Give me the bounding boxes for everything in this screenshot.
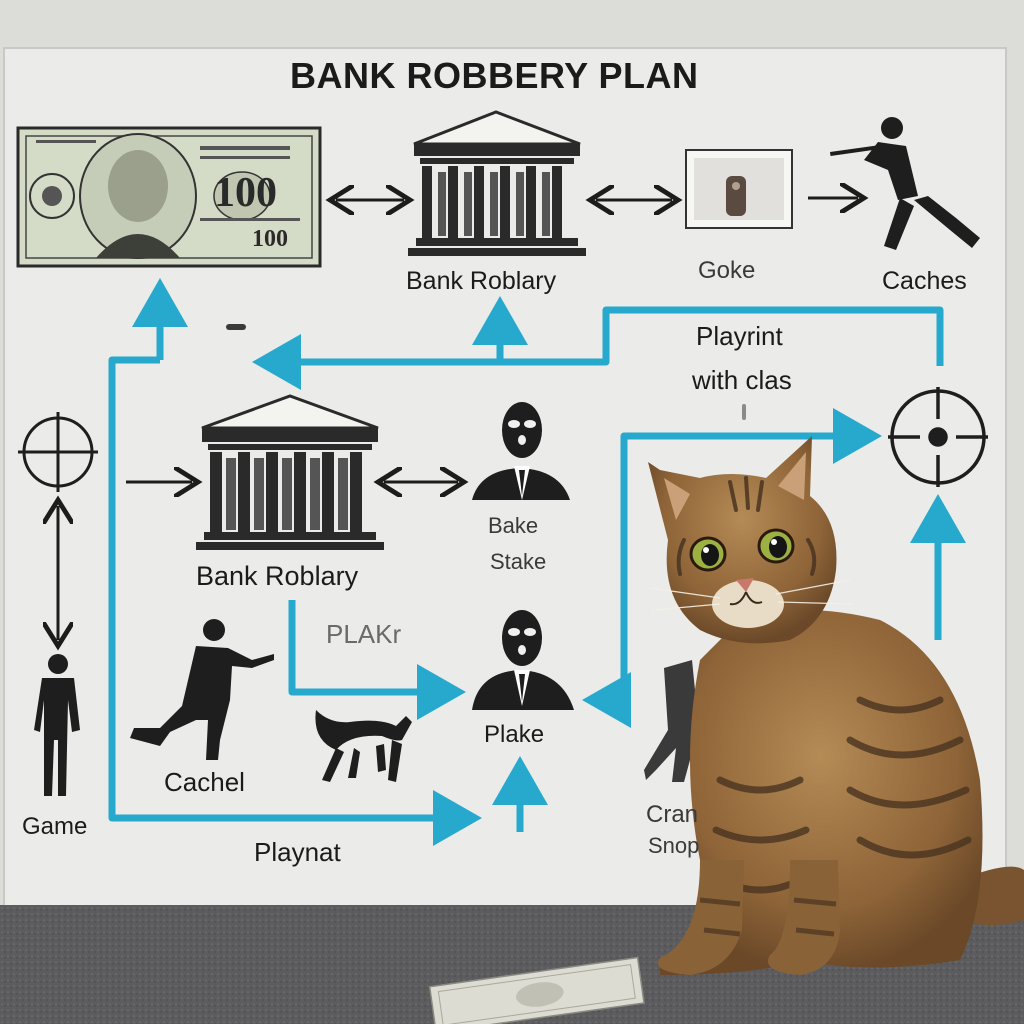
label-playnat: Playnat <box>254 837 341 867</box>
tabby-cat <box>648 436 1024 975</box>
label-cachel: Cachel <box>164 767 245 797</box>
blue-flow-arrows <box>108 278 966 846</box>
walking-cat-silhouette <box>315 710 412 782</box>
crosshair-icon-right <box>888 387 988 487</box>
label-goke: Goke <box>698 257 756 284</box>
label-plake: Plake <box>484 721 545 748</box>
label-bank-mid: Bank Roblary <box>196 561 359 591</box>
smudge-mark <box>226 324 246 330</box>
label-cran: Cran <box>646 801 699 828</box>
board-title: BANK ROBBERY PLAN <box>290 55 699 96</box>
robber-with-gun-top <box>830 117 980 250</box>
masked-robber-bust-lower <box>472 610 574 710</box>
smudge-mark-2 <box>742 404 746 420</box>
banknote-denomination-small: 100 <box>252 226 288 252</box>
standing-agent-silhouette <box>34 654 80 796</box>
label-with-clas: with clas <box>692 365 792 395</box>
crosshair-icon-left <box>18 412 98 492</box>
vault-picture <box>685 149 793 229</box>
blue-path-left-down <box>108 356 482 846</box>
blue-path-bank-robber <box>288 600 466 720</box>
label-stake: Stake <box>490 549 547 574</box>
masked-robber-bust-middle <box>472 402 570 500</box>
partial-runner-silhouette <box>644 660 698 782</box>
banknote-100 <box>16 126 322 268</box>
black-arrows <box>58 198 858 640</box>
label-bake: Bake <box>488 513 539 538</box>
banknote-denomination: 100 <box>214 170 277 216</box>
gunman-silhouette <box>130 619 274 760</box>
dropped-banknote <box>428 956 645 1024</box>
label-game: Game <box>22 813 88 840</box>
label-snop: Snop <box>648 833 700 858</box>
label-plakr: PLAKr <box>326 619 402 649</box>
label-bank-top: Bank Roblary <box>406 267 557 295</box>
label-caches: Caches <box>882 267 967 295</box>
blue-path-main-top <box>252 306 944 390</box>
bank-building-middle <box>196 394 384 550</box>
label-playrint: Playrint <box>696 321 783 351</box>
bank-building-top <box>408 110 586 256</box>
